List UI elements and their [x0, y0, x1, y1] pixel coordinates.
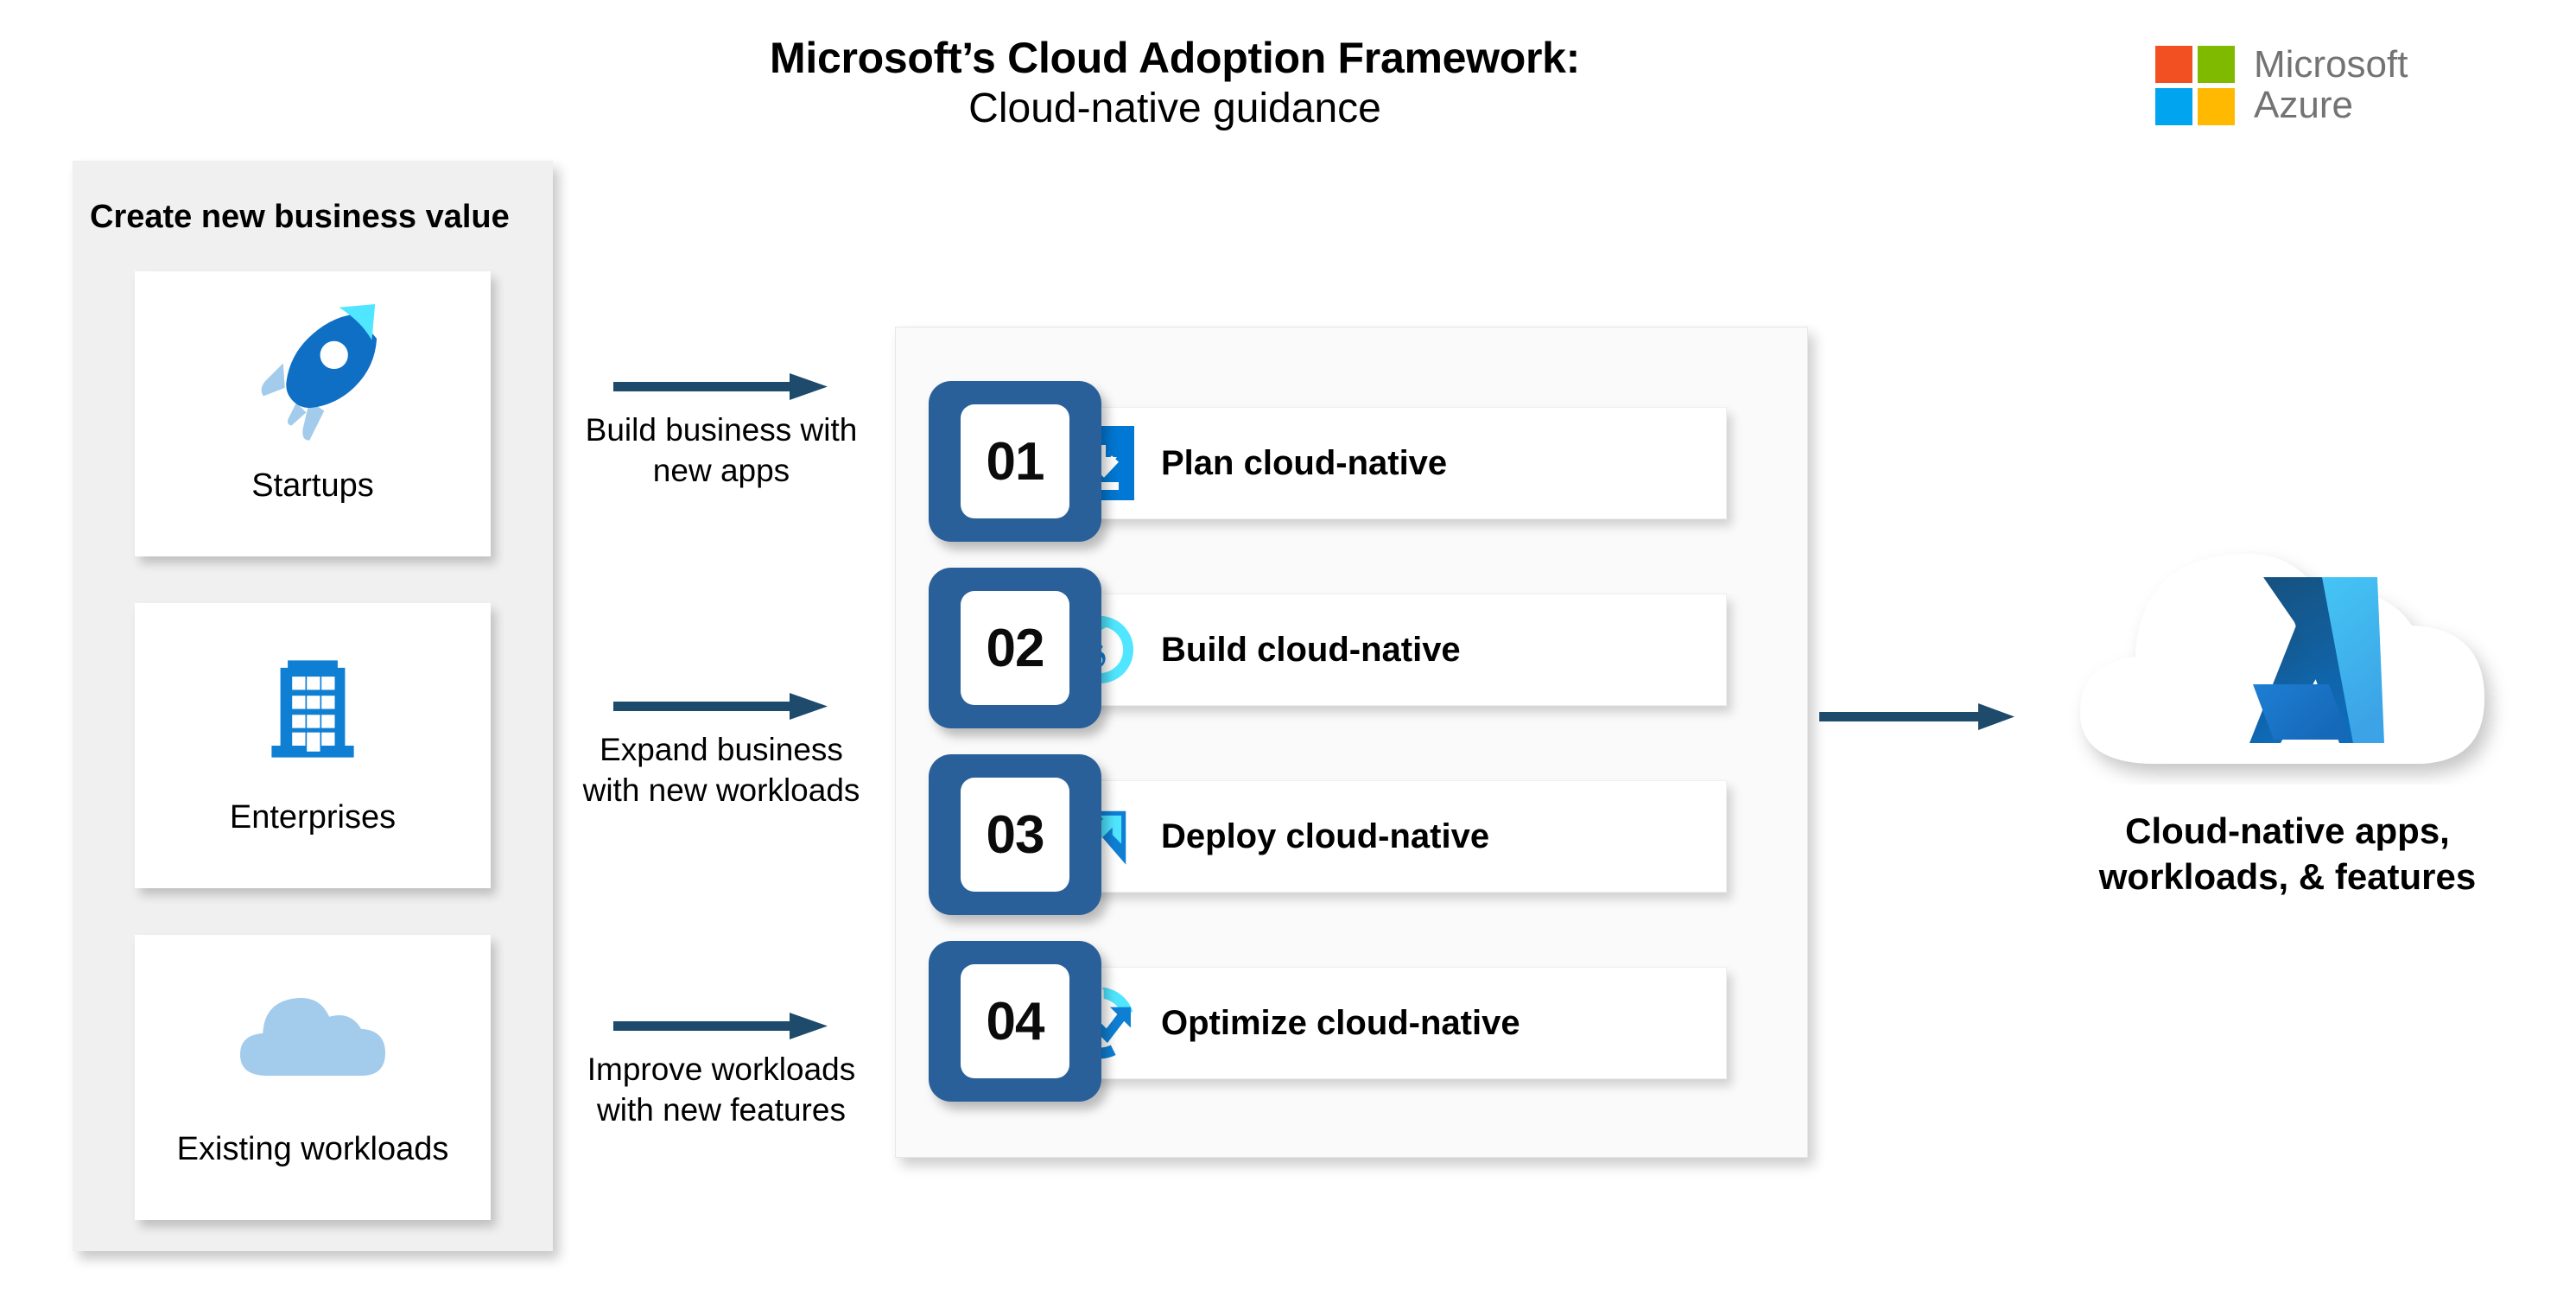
microsoft-square-red	[2155, 45, 2192, 83]
step-number-02: 02	[986, 618, 1045, 678]
step-badge-inner: 02	[961, 591, 1069, 705]
left-panel-title: Create new business value	[90, 199, 510, 235]
transition-caption-1: Expand business with new workloads	[582, 732, 860, 809]
arrow-right-icon	[613, 1013, 828, 1039]
page-title: Microsoft’s Cloud Adoption Framework: Cl…	[570, 33, 1780, 135]
transition-expand-business: Expand business with new workloads	[579, 691, 864, 811]
step-row[interactable]: Deploy cloud-native 03	[896, 754, 1807, 915]
cloud-icon	[135, 935, 491, 1132]
create-new-business-value-panel: Create new business value Startups	[73, 161, 553, 1251]
step-label-optimize: Optimize cloud-native	[1161, 1003, 1520, 1042]
step-badge-04[interactable]: 04	[929, 941, 1101, 1102]
persona-label-existing-workloads: Existing workloads	[176, 1131, 449, 1167]
step-badge-03[interactable]: 03	[929, 754, 1101, 915]
persona-card-existing-workloads[interactable]: Existing workloads	[135, 935, 491, 1220]
step-label-deploy: Deploy cloud-native	[1161, 817, 1490, 855]
cloud-native-steps-panel: Plan cloud-native 01	[895, 327, 1808, 1158]
page-title-line-1: Microsoft’s Cloud Adoption Framework:	[770, 34, 1580, 82]
step-number-04: 04	[986, 991, 1045, 1052]
rocket-icon	[135, 271, 491, 468]
outcome-caption: Cloud-native apps, workloads, & features	[2098, 810, 2477, 897]
outcome-block: Cloud-native apps, workloads, & features	[2037, 517, 2538, 900]
transition-improve-workloads: Improve workloads with new features	[579, 1011, 864, 1131]
arrow-right-icon	[613, 693, 828, 720]
step-badge-inner: 04	[961, 964, 1069, 1078]
microsoft-squares-icon	[2155, 45, 2235, 125]
page-title-line-2: Cloud-native guidance	[968, 86, 1381, 131]
brand-wordmark: Microsoft Azure	[2254, 43, 2408, 126]
step-number-01: 01	[986, 431, 1045, 492]
transition-caption-2: Improve workloads with new features	[587, 1052, 856, 1128]
step-number-03: 03	[986, 804, 1045, 865]
step-label-plan: Plan cloud-native	[1161, 443, 1448, 482]
persona-card-startups[interactable]: Startups	[135, 271, 491, 556]
step-row[interactable]: Plan cloud-native 01	[896, 381, 1807, 542]
step-row[interactable]: Optimize cloud-native 04	[896, 941, 1807, 1102]
step-label-build: Build cloud-native	[1161, 630, 1461, 669]
brand-word-azure: Azure	[2254, 83, 2353, 126]
microsoft-azure-logo: Microsoft Azure	[2155, 43, 2408, 126]
microsoft-square-green	[2198, 45, 2235, 83]
office-building-icon	[135, 603, 491, 800]
azure-cloud-logo-icon	[2037, 517, 2538, 793]
persona-label-enterprises: Enterprises	[229, 799, 397, 836]
microsoft-square-yellow	[2198, 87, 2235, 125]
persona-label-startups: Startups	[251, 467, 374, 504]
transition-build-business: Build business with new apps	[579, 372, 864, 492]
persona-card-enterprises[interactable]: Enterprises	[135, 603, 491, 888]
arrow-right-icon	[1819, 703, 2014, 730]
step-badge-inner: 03	[961, 778, 1069, 892]
step-row[interactable]: Build cloud-native 02	[896, 568, 1807, 728]
arrow-right-icon	[613, 373, 828, 400]
step-badge-01[interactable]: 01	[929, 381, 1101, 542]
step-badge-02[interactable]: 02	[929, 568, 1101, 728]
brand-word-microsoft: Microsoft	[2254, 43, 2408, 86]
transition-caption-0: Build business with new apps	[585, 412, 858, 489]
microsoft-square-blue	[2155, 87, 2192, 125]
step-badge-inner: 01	[961, 404, 1069, 518]
step-bar-deploy[interactable]: Deploy cloud-native	[986, 780, 1727, 893]
